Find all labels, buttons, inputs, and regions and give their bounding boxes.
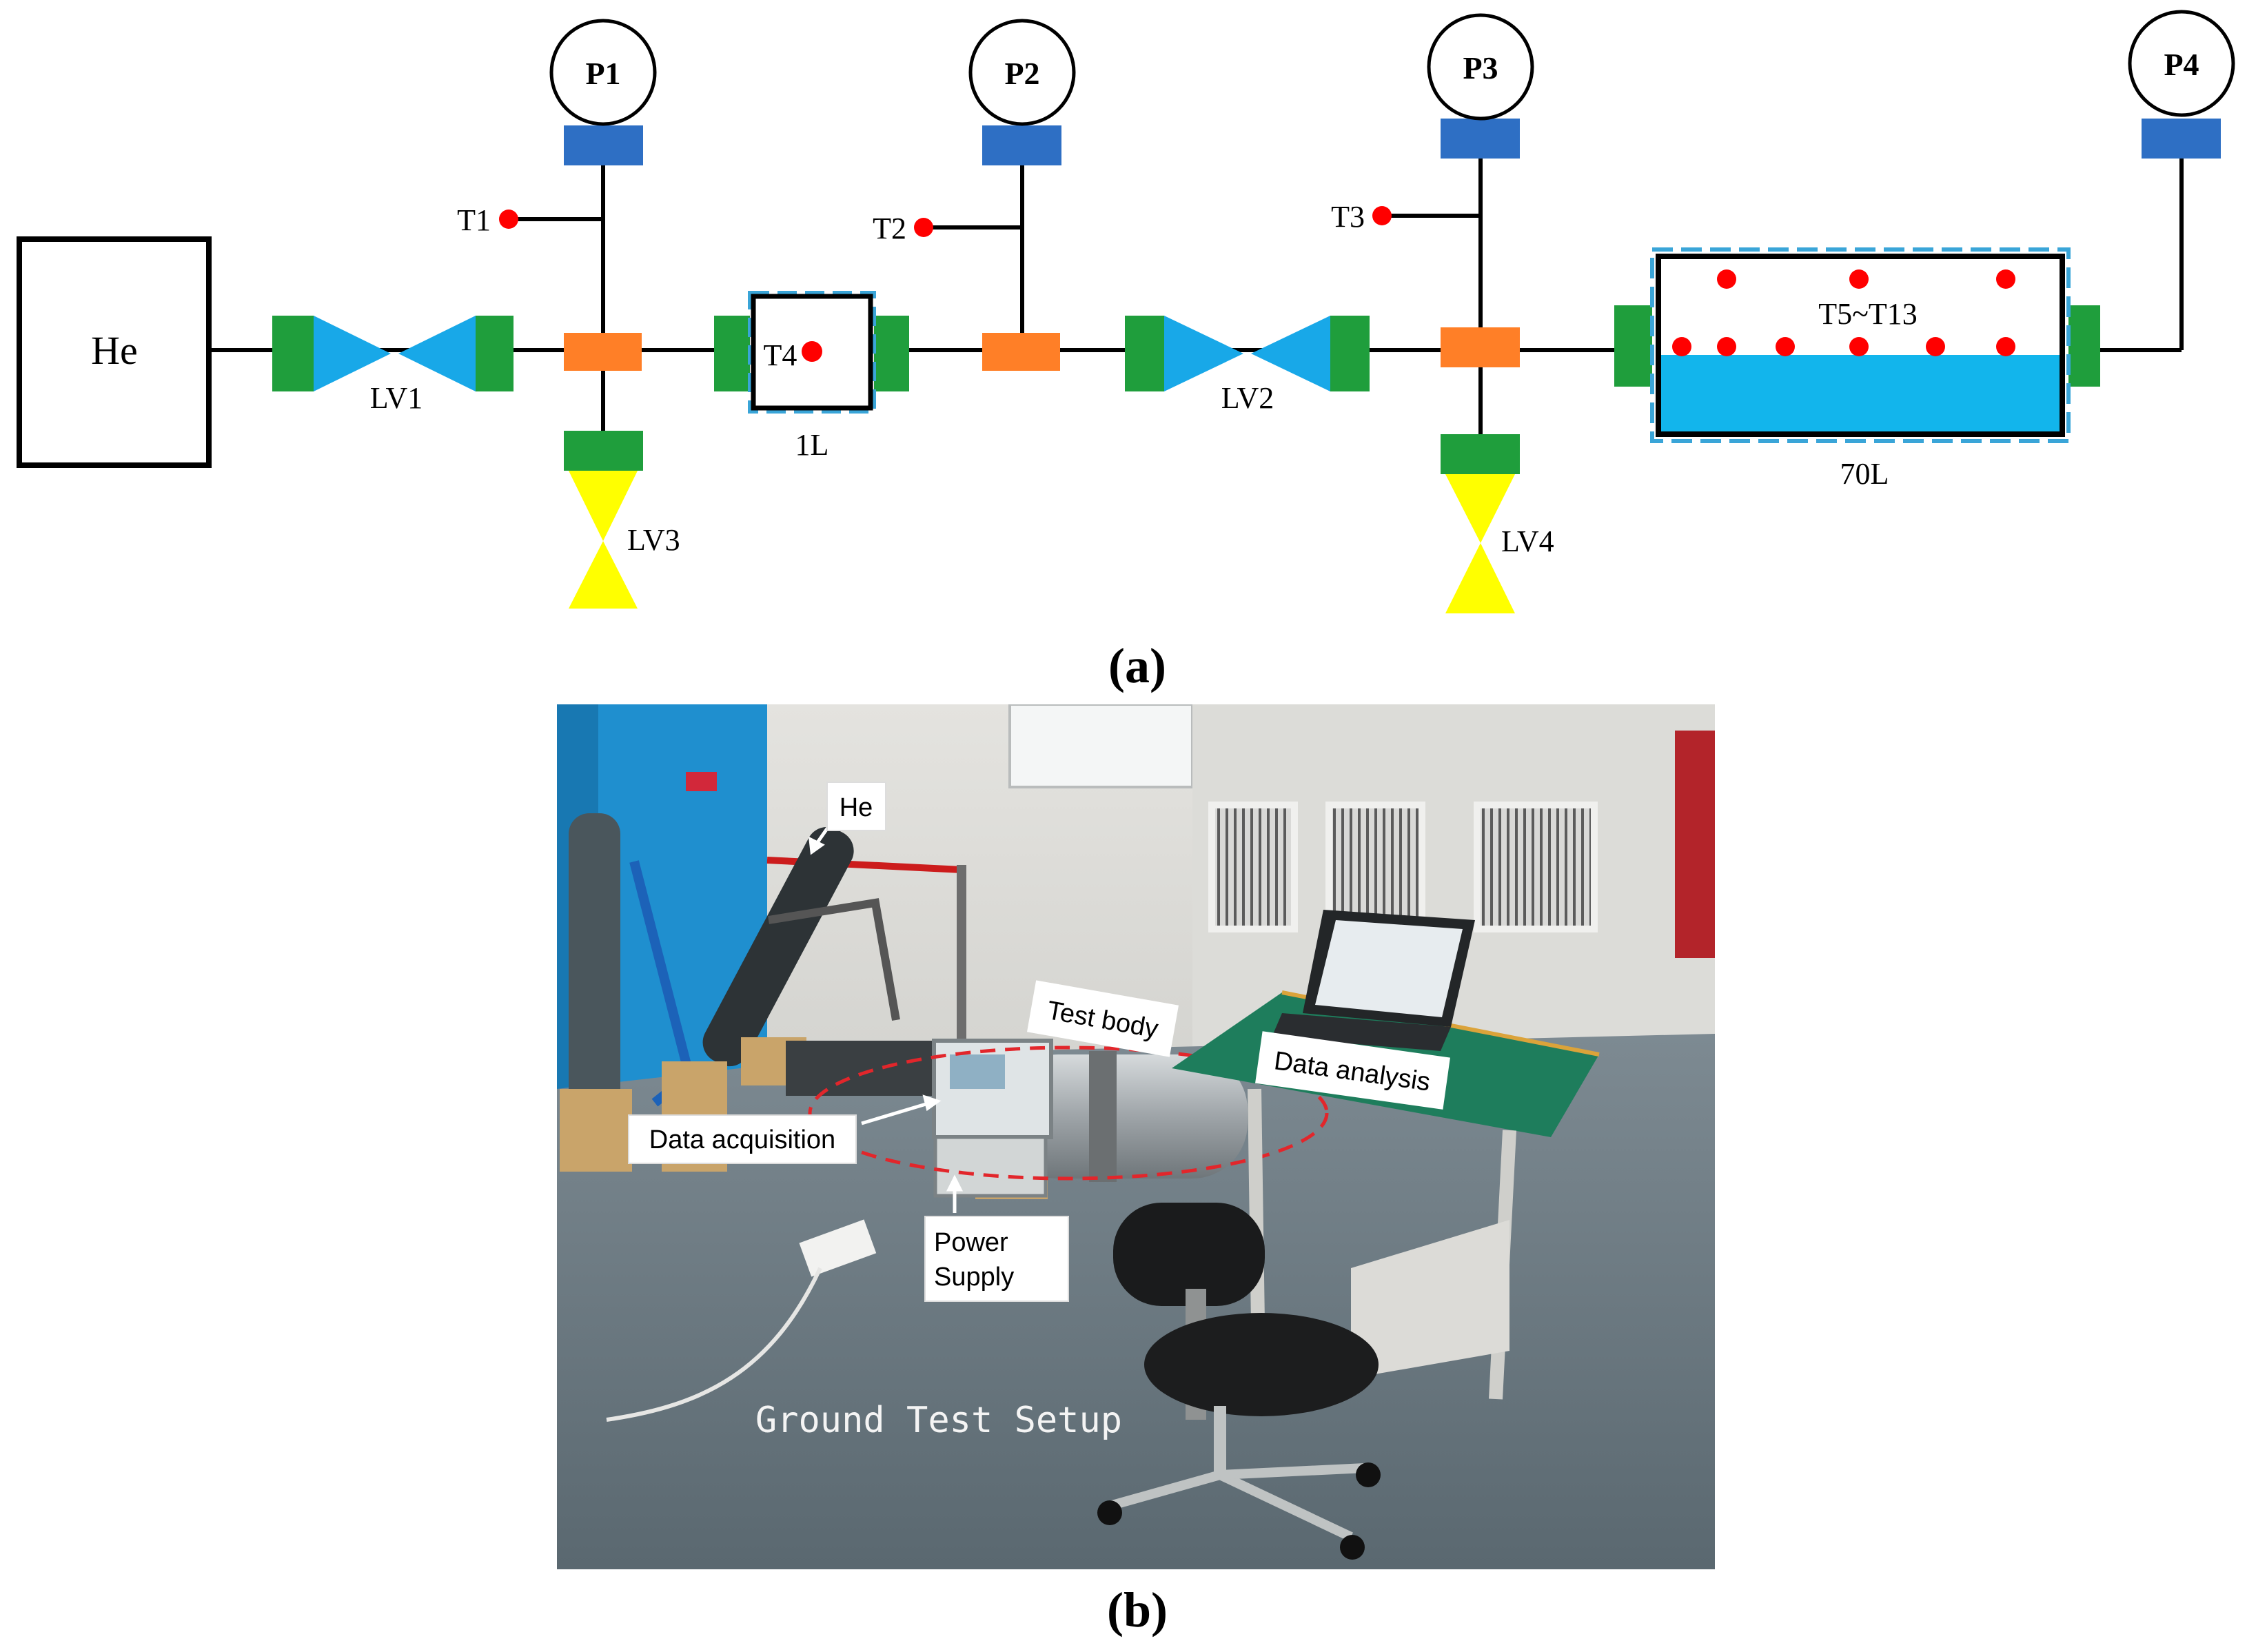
gauge-connector-p2 <box>982 125 1061 165</box>
photo-wall-vent <box>1474 802 1598 932</box>
pressure-gauge-p3 <box>1427 13 1534 121</box>
photo-wall-vent <box>1325 802 1425 932</box>
valve-lv2-label: LV2 <box>1221 381 1274 415</box>
tee-junction-3 <box>1441 327 1520 367</box>
pressure-gauge-p2 <box>968 19 1076 126</box>
callout-data-analysis: Data analysis <box>1255 1031 1450 1110</box>
test-setup-photo: He Test body Data analysis Data acquisit… <box>557 704 1715 1638</box>
temperature-sensor-t4-label: T4 <box>764 338 797 372</box>
photo-callout-arrows <box>809 817 964 1213</box>
temperature-sensor-t1-label: T1 <box>457 203 491 237</box>
temperature-sensor-t3 <box>1372 206 1392 225</box>
valve-lv2[interactable] <box>1125 316 1370 391</box>
pressure-gauge-p2-label: P2 <box>1004 56 1039 91</box>
temperature-sensors-t5-t13-label: T5~T13 <box>1818 297 1918 331</box>
photo-laptop-base <box>1272 1013 1451 1051</box>
tee-junction-2 <box>982 333 1060 371</box>
photo-test-body-highlight <box>808 1046 1329 1181</box>
caption-b: (b) <box>1107 1582 1168 1638</box>
valve-lv4[interactable] <box>1441 434 1520 613</box>
vessel-1l-label: 1L <box>795 428 829 462</box>
valve-lv4-label: LV4 <box>1501 524 1554 558</box>
helium-source-box <box>17 236 212 468</box>
callout-data-acquisition: Data acquisition <box>628 1114 857 1164</box>
callout-power-supply-line1: Power <box>934 1228 1008 1257</box>
callout-power-supply: Power Supply <box>924 1216 1069 1302</box>
callout-power-supply-line2: Supply <box>934 1263 1014 1292</box>
callout-he: He <box>826 782 886 831</box>
pressure-gauge-p4-label: P4 <box>2164 47 2199 82</box>
photo-gas-cylinder <box>569 813 620 1130</box>
gauge-connector-p3 <box>1441 119 1520 159</box>
temperature-sensors-t5-t13 <box>1672 269 2015 356</box>
pressure-gauge-p1 <box>549 19 657 126</box>
valve-lv3-label: LV3 <box>627 523 680 557</box>
callout-data-acquisition-text: Data acquisition <box>649 1125 835 1154</box>
temperature-sensor-t4 <box>802 341 822 362</box>
schematic: He LV1 P1 T1 LV3 <box>17 10 2235 693</box>
valve-lv3[interactable] <box>564 431 643 609</box>
pressure-gauge-p3-label: P3 <box>1463 50 1498 85</box>
temperature-sensor-t3-label: T3 <box>1331 200 1365 234</box>
helium-source-label: He <box>91 328 138 373</box>
photo-power-supply <box>933 1135 1048 1198</box>
photo-wall-vent <box>1208 802 1298 932</box>
callout-he-text: He <box>840 793 873 822</box>
photo-he-cylinder <box>702 826 854 1067</box>
photo-office-chair <box>1097 1203 1381 1560</box>
vessel-70l-label: 70L <box>1840 457 1889 491</box>
pressure-gauge-p1-label: P1 <box>585 56 620 91</box>
caption-a: (a) <box>1108 638 1166 693</box>
temperature-sensor-t2-label: T2 <box>873 212 906 245</box>
valve-lv1-label: LV1 <box>370 381 423 415</box>
vessel-1l <box>714 291 909 414</box>
pressure-gauge-p4 <box>2128 10 2235 117</box>
liquid-level <box>1661 355 2060 431</box>
photo-overlay-text: Ground Test Setup <box>755 1400 1122 1441</box>
photo-test-body-tank <box>1003 1054 1248 1179</box>
gauge-connector-p1 <box>564 125 643 165</box>
tee-junction-1 <box>564 333 642 371</box>
temperature-sensor-t1 <box>499 210 518 229</box>
valve-lv1[interactable] <box>272 316 514 391</box>
callout-test-body: Test body <box>1026 980 1179 1057</box>
temperature-sensor-t2 <box>914 218 933 237</box>
gauge-connector-p4 <box>2142 119 2221 159</box>
